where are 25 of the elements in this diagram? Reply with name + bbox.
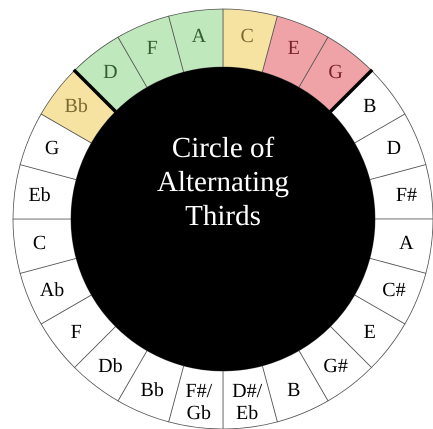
note-name: F# xyxy=(394,184,418,206)
note-name: Bb xyxy=(64,95,89,118)
note-name: A xyxy=(190,24,208,47)
note-name: A xyxy=(398,232,415,254)
note-name: E xyxy=(286,37,301,60)
note-name: B xyxy=(362,95,378,118)
note-name: F#/ Gb xyxy=(184,380,214,424)
note-name: G# xyxy=(322,354,349,377)
note-name: F xyxy=(70,320,83,343)
note-name: Bb xyxy=(140,378,165,401)
note-name: G xyxy=(44,137,60,160)
note-name: B xyxy=(286,378,302,401)
note-name: G xyxy=(327,61,344,84)
note-name: C xyxy=(32,232,48,254)
note-name: D#/ Eb xyxy=(231,380,264,424)
note-name: C# xyxy=(381,278,407,301)
note-name: Eb xyxy=(27,184,52,206)
note-name: F xyxy=(146,37,159,60)
note-name: Db xyxy=(97,354,124,377)
note-name: Ab xyxy=(38,278,66,301)
center-title: Circle of Alternating Thirds xyxy=(156,131,290,233)
note-name: D xyxy=(386,137,402,160)
note-name: D xyxy=(102,61,119,84)
note-name: E xyxy=(362,320,377,343)
note-name: C xyxy=(239,24,255,47)
